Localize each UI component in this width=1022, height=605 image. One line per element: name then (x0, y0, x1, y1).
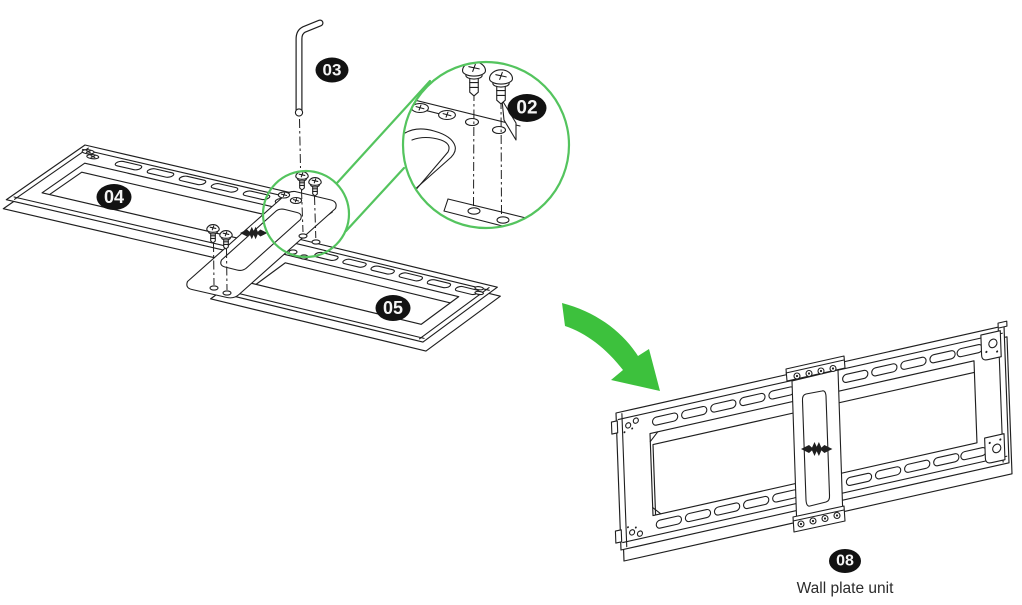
screws-02-group (206, 171, 322, 290)
screw-hole (311, 239, 321, 245)
installed-screw-icon (437, 109, 457, 121)
screw-hole (493, 127, 506, 134)
badge-05-label: 05 (383, 298, 403, 318)
wall-plate-bottom-slots (656, 447, 986, 529)
screw-hole (209, 285, 219, 291)
mounting-ear (998, 321, 1007, 328)
part-number-badge-04: 04 (96, 184, 132, 210)
assembly-direction-arrow (562, 303, 660, 391)
mounting-ear (615, 530, 621, 543)
callout-source-circle (261, 169, 351, 259)
badge-02-label: 02 (516, 98, 537, 119)
callout-leader-line (335, 79, 432, 185)
installed-screw-icon (277, 191, 291, 199)
wall-plate-top-slots (652, 344, 982, 426)
brand-logo-icon (801, 442, 833, 456)
screw-icon (308, 177, 322, 197)
plate-05-slots (313, 252, 481, 295)
detail-circle-content (398, 62, 526, 231)
brand-logo-icon (240, 226, 268, 240)
center-bracket-drawing (786, 356, 845, 532)
bracket-screw-holes (794, 366, 840, 528)
part-number-badge-03: 03 (315, 57, 349, 83)
part-number-badge-05: 05 (375, 295, 411, 321)
wall-plate-caption: Wall plate unit (797, 580, 894, 597)
callout-leader-line (344, 166, 406, 233)
screw-hole (466, 119, 479, 126)
part-number-badge-02: 02 (507, 94, 547, 122)
screw-hole (222, 290, 232, 296)
screw-hole (298, 233, 308, 239)
badge-03-label: 03 (323, 61, 342, 80)
installed-screw-icon (289, 196, 303, 205)
mounting-ear (611, 421, 617, 434)
detail-circle-ring (401, 60, 571, 230)
screw-hole (468, 208, 480, 214)
screw-hole (497, 217, 509, 223)
badge-04-label: 04 (104, 187, 124, 207)
connector-bracket-drawing (187, 191, 336, 297)
screw-icon (295, 171, 309, 191)
part-number-badge-08: 08 (829, 549, 861, 573)
ball-end-tip (295, 109, 302, 116)
badge-08-label: 08 (836, 553, 854, 570)
hex-key-drawing (295, 19, 324, 168)
